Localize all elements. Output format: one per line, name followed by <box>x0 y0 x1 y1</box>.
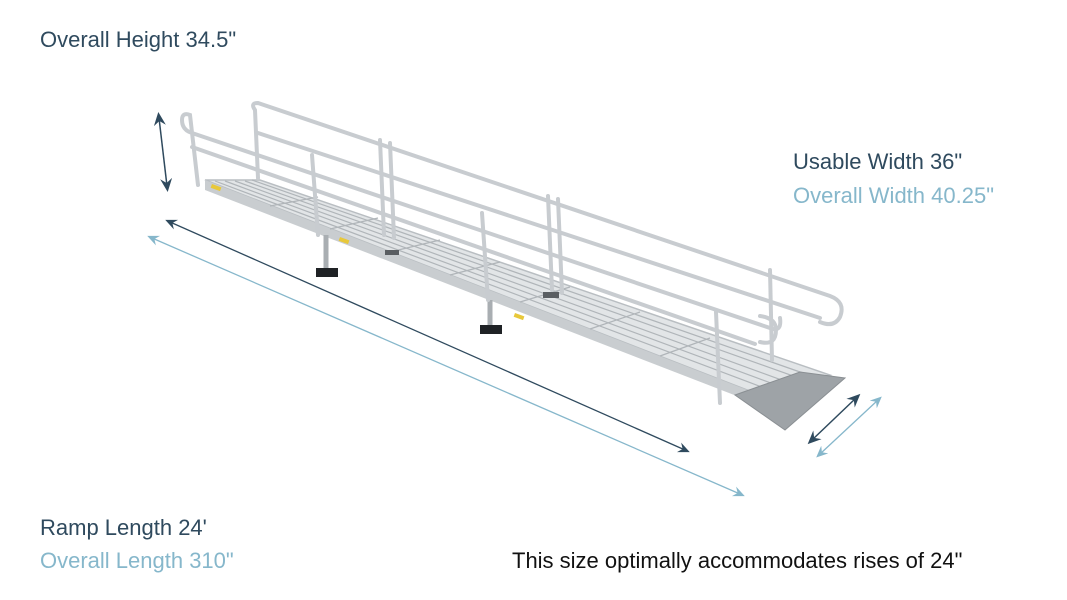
overall-height-label: Overall Height 34.5" <box>40 27 237 52</box>
overall-length-label: Overall Length 310" <box>40 548 234 573</box>
height-arrow <box>153 112 173 192</box>
usable-width-arrow <box>807 393 861 445</box>
threshold-plate <box>733 371 847 431</box>
overall-length-arrow <box>147 235 745 497</box>
overall-width-arrow <box>816 396 882 458</box>
rise-note: This size optimally accommodates rises o… <box>512 548 963 573</box>
overall-width-label: Overall Width 40.25" <box>793 183 995 208</box>
ramp-length-label: Ramp Length 24' <box>40 515 207 540</box>
usable-width-label: Usable Width 36" <box>793 149 963 174</box>
